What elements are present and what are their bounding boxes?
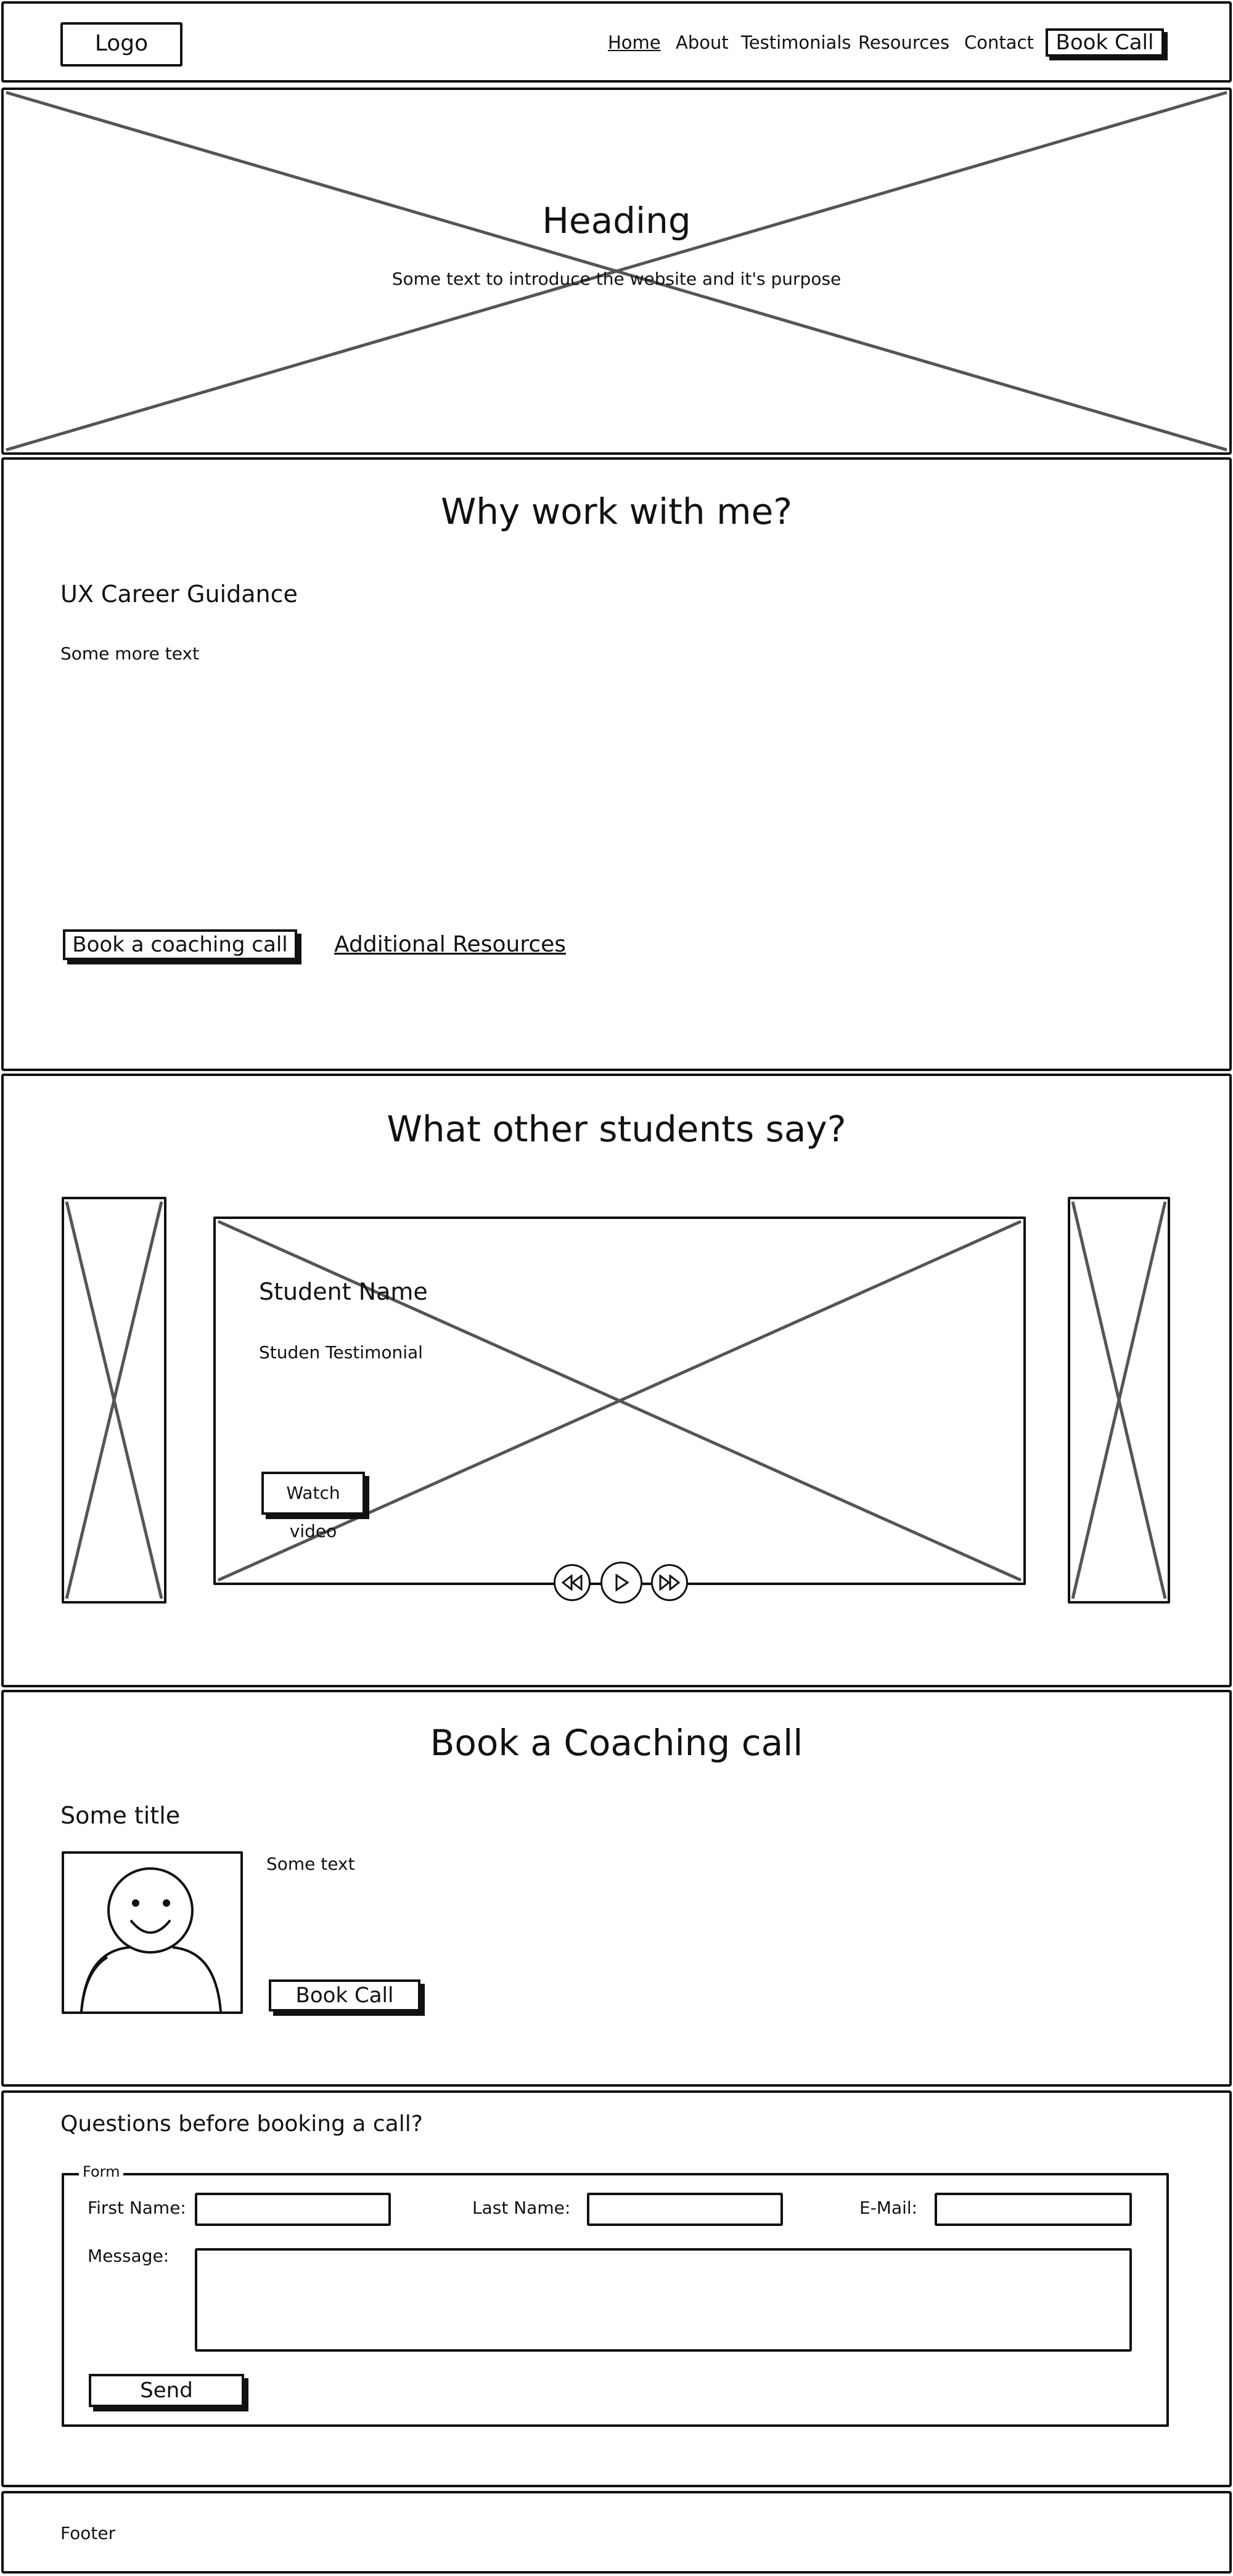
play-icon[interactable] (600, 1562, 642, 1604)
carousel-next-thumbnail[interactable] (1068, 1197, 1170, 1604)
carousel-prev-thumbnail[interactable] (62, 1197, 166, 1604)
send-button[interactable]: Send (89, 2374, 244, 2407)
thumbnail-image-placeholder (65, 1201, 163, 1599)
logo[interactable]: Logo (60, 22, 182, 67)
message-field[interactable] (195, 2248, 1132, 2352)
nav-link-resources[interactable]: Resources (858, 32, 950, 53)
testimonial-card: Student Name Studen Testimonial Watch vi… (213, 1217, 1026, 1585)
form-legend: Form (79, 2163, 124, 2180)
testimonials-section: What other students say? Student Name St… (1, 1074, 1232, 1687)
testimonials-heading: What other students say? (387, 1108, 846, 1150)
person-icon (80, 1867, 222, 2011)
testimonial-image-placeholder (217, 1220, 1022, 1582)
carousel-controls (552, 1562, 689, 1604)
last-name-label: Last Name: (472, 2198, 571, 2218)
rewind-icon[interactable] (554, 1564, 591, 1601)
hero-subtext: Some text to introduce the website and i… (391, 269, 842, 289)
why-heading: Why work with me? (440, 491, 793, 532)
last-name-field[interactable] (587, 2193, 783, 2226)
student-name: Student Name (259, 1278, 428, 1305)
why-subheading: UX Career Guidance (60, 581, 298, 608)
first-name-label: First Name: (88, 2198, 186, 2218)
send-label: Send (140, 2378, 193, 2403)
nav-link-testimonials[interactable]: Testimonials (741, 32, 851, 53)
nav-book-call-label: Book Call (1055, 30, 1154, 55)
why-section: Why work with me? UX Career Guidance Som… (1, 457, 1232, 1071)
nav-link-home[interactable]: Home (608, 32, 661, 53)
additional-resources-link[interactable]: Additional Resources (334, 932, 567, 957)
email-field[interactable] (935, 2193, 1132, 2226)
thumbnail-image-placeholder (1071, 1201, 1167, 1599)
book-coaching-call-button[interactable]: Book a coaching call (63, 929, 297, 960)
logo-text: Logo (94, 31, 149, 56)
footer-text: Footer (60, 2523, 116, 2543)
coaching-title: Some title (60, 1802, 181, 1829)
student-testimonial: Studen Testimonial (259, 1342, 423, 1363)
nav-book-call-button[interactable]: Book Call (1046, 28, 1164, 57)
coaching-book-call-label: Book Call (295, 1983, 394, 2008)
book-coaching-call-label: Book a coaching call (72, 932, 288, 957)
coaching-section: Book a Coaching call Some title Some tex… (1, 1690, 1232, 2087)
watch-video-button[interactable]: Watch video (261, 1472, 365, 1541)
hero-image-placeholder (6, 91, 1227, 452)
message-label: Message: (88, 2246, 170, 2266)
hero-heading: Heading (542, 200, 691, 242)
coaching-book-call-button[interactable]: Book Call (269, 1979, 420, 2011)
first-name-field[interactable] (195, 2193, 391, 2226)
fast-forward-icon[interactable] (651, 1564, 688, 1601)
coaching-text: Some text (266, 1854, 355, 1874)
site-header: Logo Home About Testimonials Resources C… (1, 1, 1232, 83)
avatar (62, 1851, 243, 2014)
nav-link-contact[interactable]: Contact (964, 32, 1034, 53)
watch-video-label: Watch video (286, 1483, 340, 1541)
email-label: E-Mail: (859, 2198, 918, 2218)
site-footer: Footer (1, 2491, 1232, 2574)
hero-section: Heading Some text to introduce the websi… (1, 88, 1232, 455)
contact-section: Questions before booking a call? Form Fi… (1, 2090, 1232, 2487)
contact-heading: Questions before booking a call? (60, 2111, 423, 2137)
nav-link-about[interactable]: About (676, 32, 729, 53)
contact-form: Form First Name: Last Name: E-Mail: Mess… (62, 2163, 1169, 2427)
why-body: Some more text (60, 643, 199, 664)
coaching-heading: Book a Coaching call (430, 1722, 803, 1764)
